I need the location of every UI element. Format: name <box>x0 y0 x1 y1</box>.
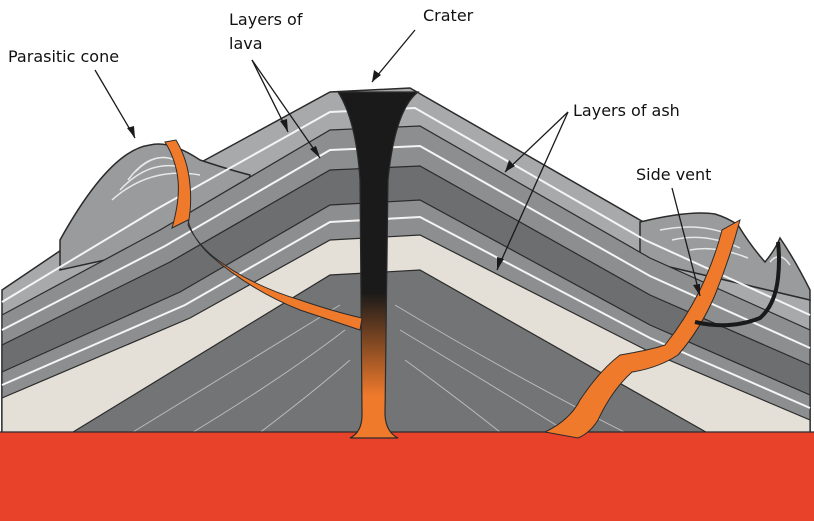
pointer-side-vent <box>671 187 701 297</box>
arrowhead-lava-2 <box>310 146 320 158</box>
pointer-arrowheads <box>127 70 700 296</box>
parasitic-cone-stripes <box>111 156 201 201</box>
label-side-vent: Side vent <box>636 165 711 184</box>
pointer-ash-1 <box>504 111 569 173</box>
pointer-lava-1 <box>251 59 289 133</box>
main-vent <box>336 91 420 439</box>
parasitic-cone-conduit <box>164 139 363 331</box>
arrowhead-ash-1 <box>505 160 515 172</box>
arrowhead-parasitic-cone <box>127 126 135 138</box>
arrowhead-lava-1 <box>280 119 288 132</box>
label-layers-of-ash: Layers of ash <box>573 101 680 120</box>
side-vent-conduit <box>543 218 741 439</box>
right-side-cone-stripes <box>659 226 791 266</box>
label-parasitic-cone: Parasitic cone <box>8 47 119 66</box>
arrowhead-crater <box>372 70 381 82</box>
label-crater: Crater <box>423 6 474 25</box>
label-layers-of-lava-line1: Layers of <box>229 10 303 29</box>
pointer-lines <box>94 29 701 297</box>
pointer-parasitic-cone <box>94 69 136 139</box>
pointer-ash-2 <box>496 111 569 271</box>
arrowhead-ash-2 <box>497 257 504 270</box>
pointer-crater <box>371 29 416 83</box>
magma-chamber <box>0 432 814 521</box>
dark-side-dike <box>694 241 781 328</box>
inner-core-contours <box>119 304 641 441</box>
label-layers-of-lava-line2: lava <box>229 34 263 53</box>
arrowhead-side-vent <box>693 284 700 296</box>
pointer-lava-2 <box>251 59 321 159</box>
